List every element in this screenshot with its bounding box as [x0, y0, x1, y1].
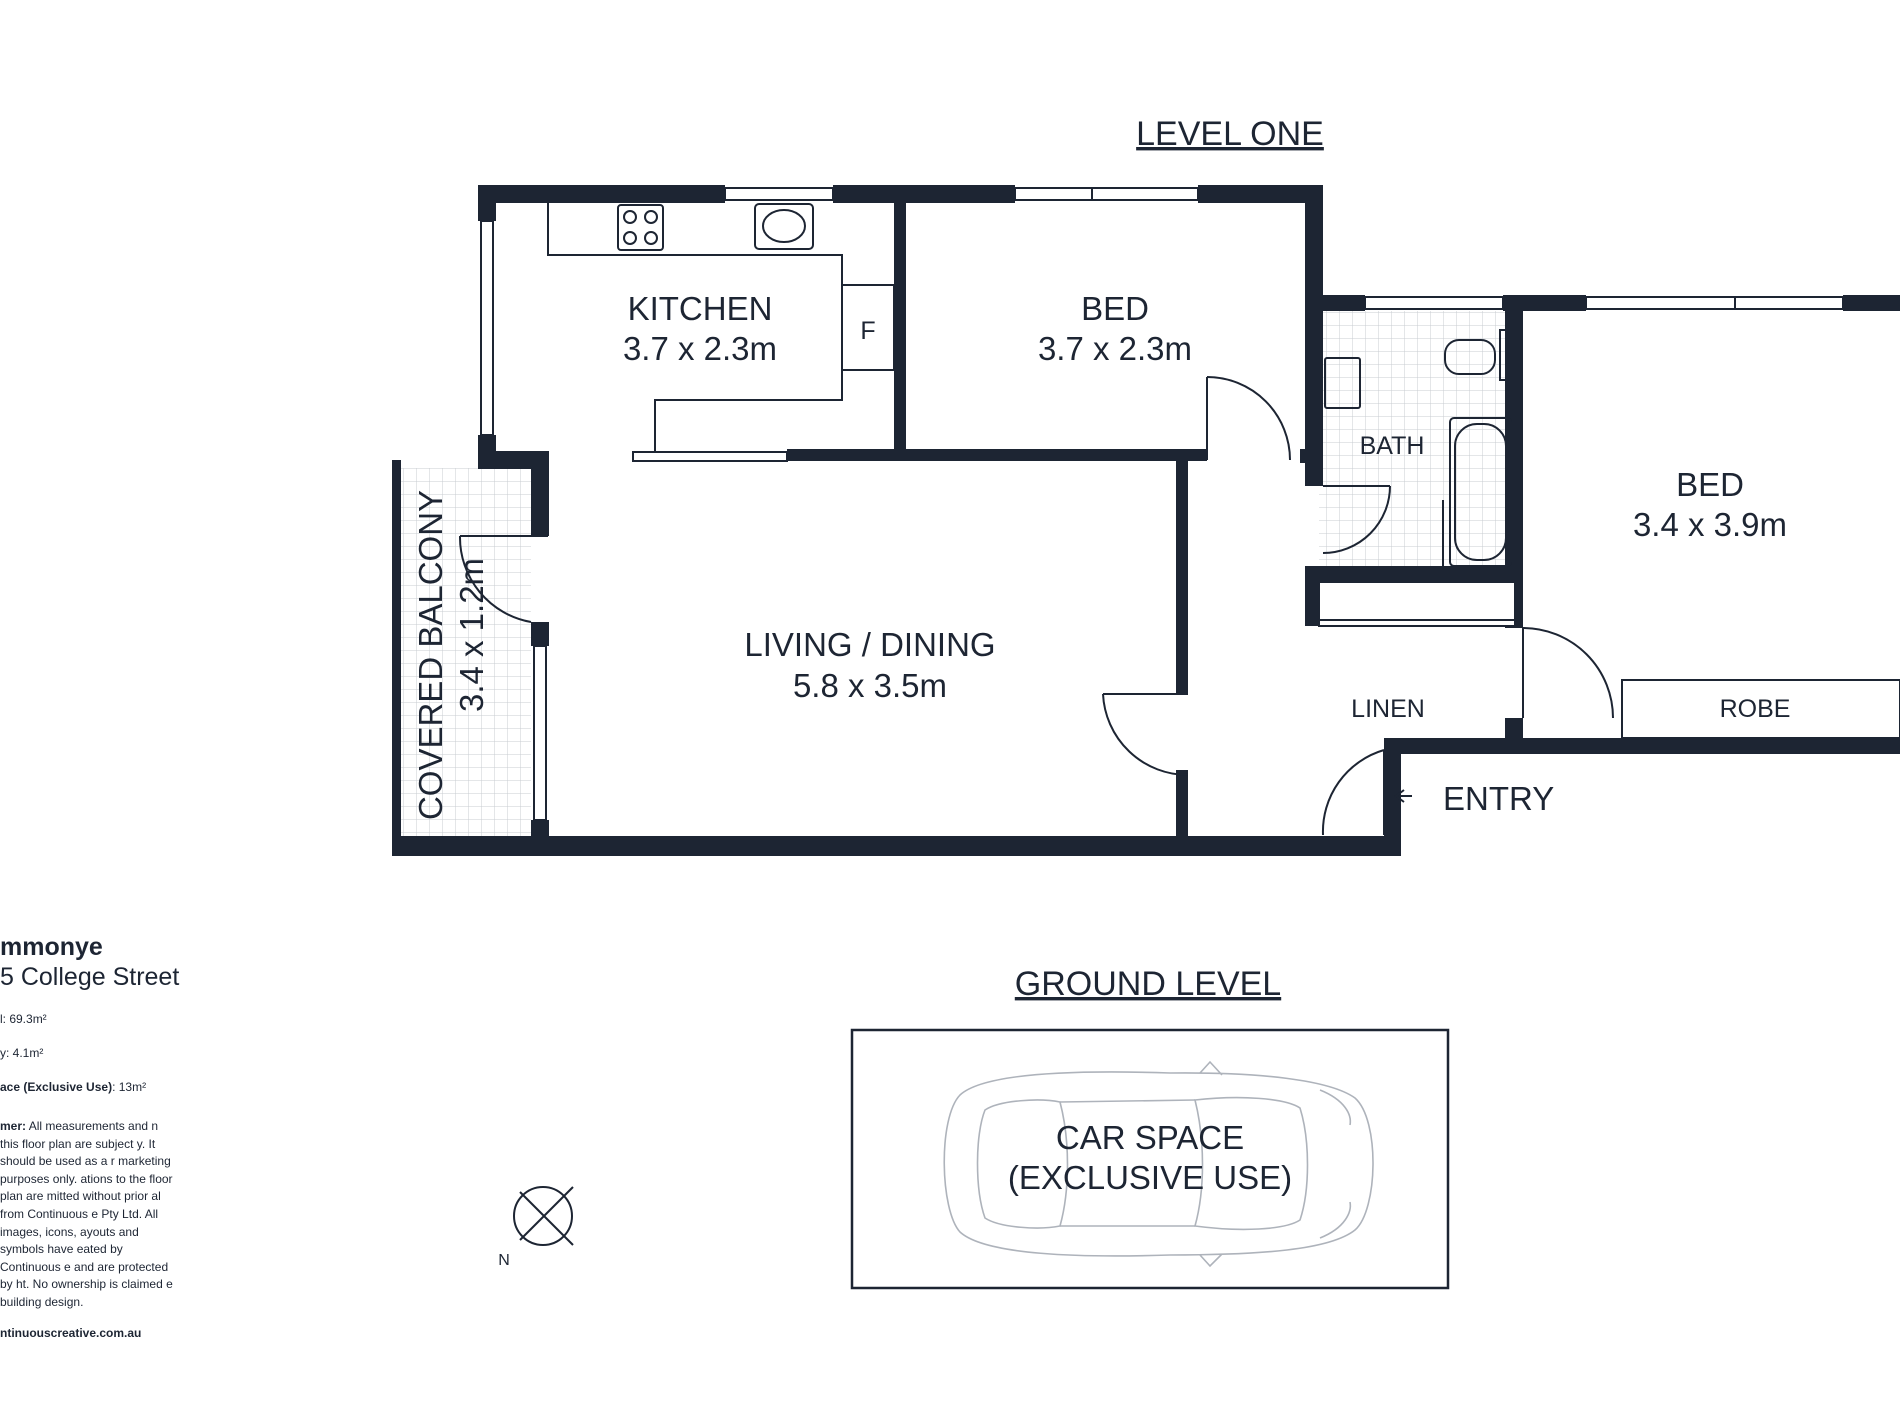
disclaimer: mer: All measurements and n this floor p… [0, 1118, 175, 1312]
fridge-label: F [860, 317, 875, 345]
stat-car-space: ace (Exclusive Use): 13m² [0, 1080, 200, 1094]
balcony-labels: COVERED BALCONY 3.4 x 1.2m [412, 490, 490, 820]
stat-car-space-label: ace (Exclusive Use) [0, 1080, 113, 1094]
car-icon [943, 1060, 1374, 1268]
living-label: LIVING / DINING [744, 626, 995, 663]
balcony-tiles [401, 468, 531, 846]
disclaimer-text: All measurements and n this floor plan a… [0, 1119, 173, 1309]
website-link[interactable]: ntinuouscreative.com.au [0, 1325, 142, 1340]
compass-icon [513, 1186, 574, 1246]
bed2-label: BED [1676, 466, 1744, 503]
kitchen-fittings [547, 203, 895, 462]
car-space-label: CAR SPACE [1056, 1119, 1244, 1156]
kitchen-size: 3.7 x 2.3m [623, 330, 777, 367]
robe-label: ROBE [1720, 695, 1791, 723]
entry-label: ENTRY [1443, 780, 1554, 817]
bed1-label: BED [1081, 290, 1149, 327]
bath-tiles [1319, 311, 1515, 569]
stat-internal: l: 69.3m² [0, 1012, 47, 1026]
ground-level-heading: GROUND LEVEL [1015, 965, 1281, 1003]
property-address: 5 College Street [0, 963, 180, 991]
property-info: mmonye 5 College Street l: 69.3m² y: 4.1… [0, 932, 200, 1340]
walls [392, 185, 1900, 856]
disclaimer-label: mer: [0, 1119, 27, 1133]
robe-unit [1621, 679, 1900, 739]
bath-fittings [1318, 329, 1516, 627]
bed1-size: 3.7 x 2.3m [1038, 330, 1192, 367]
linen-label: LINEN [1351, 695, 1425, 723]
living-size: 5.8 x 3.5m [793, 667, 947, 704]
property-name: mmonye [0, 933, 103, 961]
car-space-outline [850, 1028, 1450, 1290]
stat-car-space-value: : 13m² [112, 1080, 147, 1094]
bed2-size: 3.4 x 3.9m [1633, 506, 1787, 543]
balcony-label: COVERED BALCONY [412, 490, 449, 820]
doors [458, 376, 1614, 836]
stat-balcony: y: 4.1m² [0, 1046, 44, 1060]
compass-north-label: N [498, 1252, 510, 1269]
kitchen-label: KITCHEN [628, 290, 773, 327]
windows [480, 187, 1844, 821]
level-one-heading: LEVEL ONE [1136, 115, 1324, 153]
car-space-use: (EXCLUSIVE USE) [1008, 1159, 1292, 1196]
bath-label: BATH [1360, 432, 1425, 460]
balcony-size: 3.4 x 1.2m [453, 558, 490, 712]
